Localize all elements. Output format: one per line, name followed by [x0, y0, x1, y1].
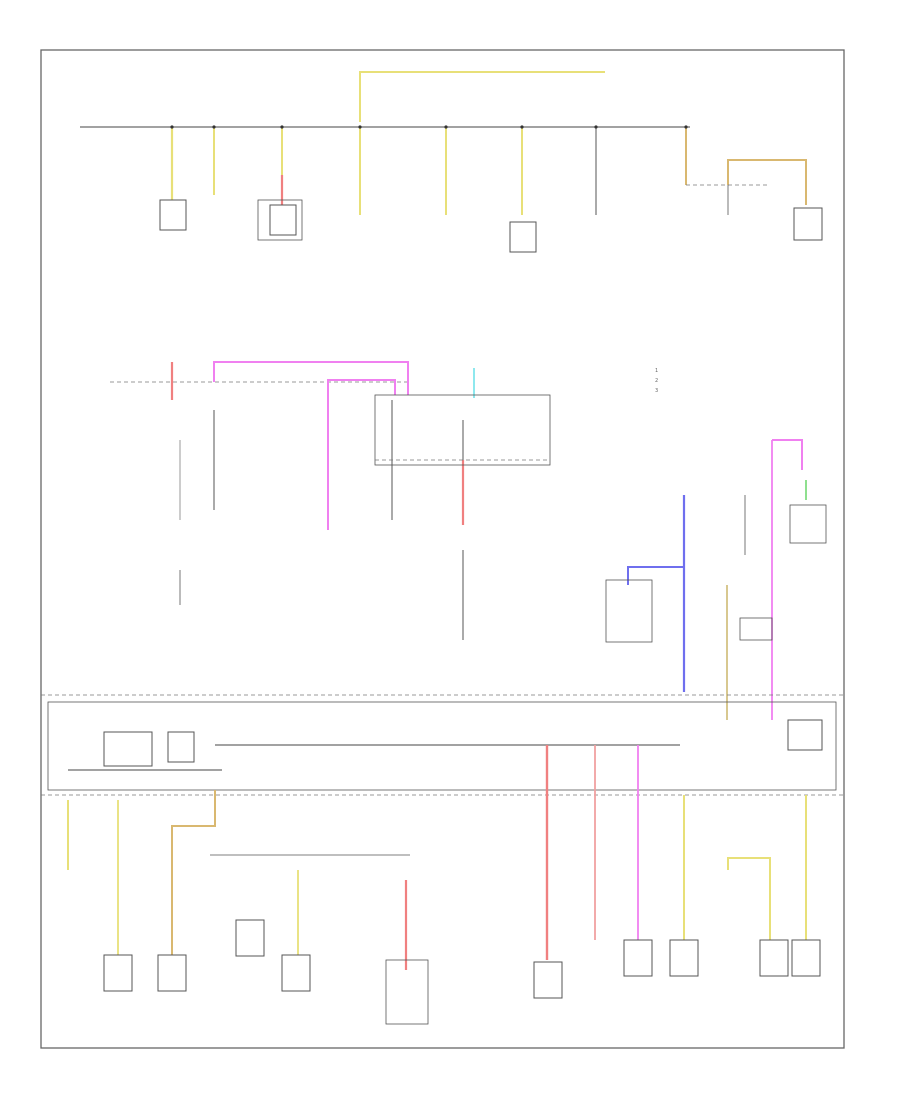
component-1: [159, 199, 187, 231]
legend-item-2: 2: [655, 378, 658, 384]
legend: 1 2 3: [655, 368, 658, 394]
wire-magenta-right: [772, 439, 803, 470]
node-6: [520, 125, 524, 129]
fuse-box-outline: [47, 701, 837, 791]
component-right-2: [789, 504, 827, 544]
component-6: [509, 221, 537, 253]
bot-comp-10: [791, 939, 821, 977]
node-8: [684, 125, 688, 129]
legend-item-3: 3: [655, 388, 658, 394]
bot-comp-3: [235, 919, 265, 957]
bottom-comp-right: [787, 719, 823, 751]
wire-magenta-branch: [327, 379, 396, 530]
bot-wire-yellow-2: [727, 857, 771, 940]
component-right-1: [605, 579, 653, 643]
bot-comp-4: [281, 954, 311, 992]
component-3: [269, 204, 297, 236]
relay-box: [374, 394, 551, 466]
bottom-comp-b: [167, 731, 195, 763]
component-8: [793, 207, 823, 241]
bot-wire-gold: [171, 790, 216, 955]
bottom-comp-a: [103, 731, 153, 767]
component-right-3: [739, 617, 773, 641]
wire-magenta-top: [213, 361, 409, 395]
component-3-outline: [257, 199, 303, 241]
bot-comp-5: [385, 959, 429, 1025]
node-3: [280, 125, 284, 129]
node-1: [170, 125, 174, 129]
bot-comp-7: [623, 939, 653, 977]
bot-comp-2: [157, 954, 187, 992]
bot-comp-1: [103, 954, 133, 992]
top-feed-wire: [359, 71, 605, 122]
bot-comp-8: [669, 939, 699, 977]
wire-blue-branch: [627, 566, 684, 585]
wire-gold-branch: [727, 159, 807, 205]
legend-item-1: 1: [655, 368, 658, 374]
bot-comp-9: [759, 939, 789, 977]
bot-comp-6: [533, 961, 563, 999]
outer-frame: [40, 49, 845, 1049]
node-5: [444, 125, 448, 129]
node-7: [594, 125, 598, 129]
node-2: [212, 125, 216, 129]
node-4: [358, 125, 362, 129]
